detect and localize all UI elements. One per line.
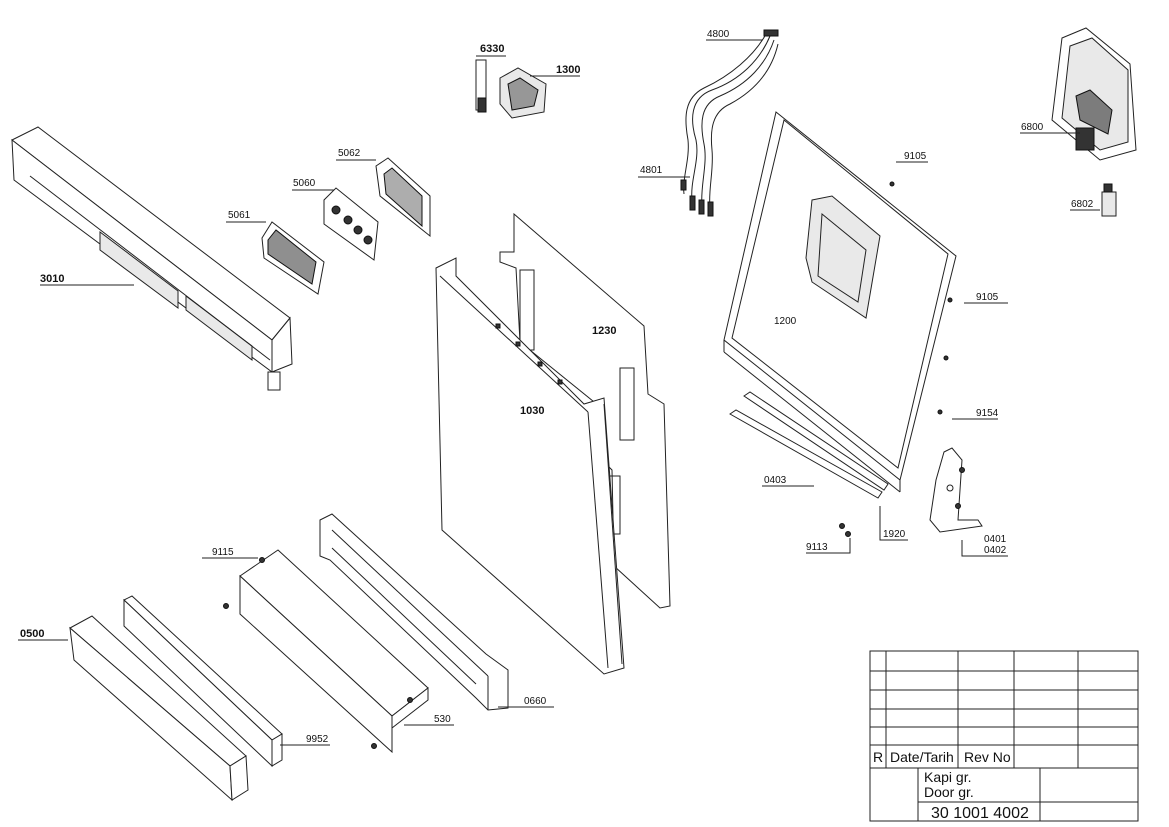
kick-board-0500 <box>69 615 249 802</box>
lock-6330 <box>475 59 487 113</box>
callout-5062: 5062 <box>338 148 361 159</box>
callout-530: 530 <box>434 714 451 725</box>
title-block-name-tr: Kapi gr. <box>924 769 971 785</box>
callout-3010: 3010 <box>40 273 64 285</box>
bracket-530 <box>223 549 429 754</box>
title-block-name-en: Door gr. <box>924 784 974 800</box>
callout-0660: 0660 <box>524 696 547 707</box>
outer-door-1030 <box>435 257 625 675</box>
callout-1200: 1200 <box>774 316 797 327</box>
control-panel-part <box>11 126 293 391</box>
callout-0401: 0401 <box>984 534 1007 545</box>
callout-0402: 0402 <box>984 545 1007 556</box>
callout-1300: 1300 <box>556 64 580 76</box>
callout-4801: 4801 <box>640 165 663 176</box>
title-block-date-label: Date/Tarih <box>890 749 954 765</box>
title-block <box>869 650 1139 822</box>
callout-5060: 5060 <box>293 178 316 189</box>
pcb-5062 <box>375 157 431 238</box>
title-block-rev-label: Rev No <box>964 749 1011 765</box>
pcb-5060 <box>323 187 379 261</box>
callout-9113: 9113 <box>806 542 828 553</box>
callout-9154: 9154 <box>976 408 999 419</box>
callout-9115: 9115 <box>212 547 234 558</box>
title-block-r-label: R <box>873 749 883 765</box>
strip-9952 <box>123 595 283 768</box>
callout-0403: 0403 <box>764 475 787 486</box>
sensor-6802 <box>1101 183 1117 217</box>
callout-1920: 1920 <box>883 529 906 540</box>
inner-door-1200 <box>723 111 957 493</box>
strip-0403 <box>729 391 889 499</box>
callout-0500: 0500 <box>20 628 44 640</box>
cable-harness-4800 <box>680 29 779 217</box>
callout-9105-right: 9105 <box>976 292 999 303</box>
door-lock-1300 <box>499 67 547 119</box>
callout-1230: 1230 <box>592 325 616 337</box>
callout-6330: 6330 <box>480 43 504 55</box>
pcb-5061 <box>261 221 325 295</box>
profile-0660 <box>319 513 509 711</box>
callout-4800: 4800 <box>707 29 730 40</box>
callout-6802: 6802 <box>1071 199 1094 210</box>
hinge-0401-0402 <box>929 447 983 533</box>
callout-9952: 9952 <box>306 734 329 745</box>
callout-6800: 6800 <box>1021 122 1044 133</box>
callout-1030: 1030 <box>520 405 544 417</box>
dispenser-6800 <box>1051 27 1137 161</box>
callout-9105-top: 9105 <box>904 151 927 162</box>
callout-5061: 5061 <box>228 210 251 221</box>
title-block-drawing-number: 30 1001 4002 <box>931 805 1029 822</box>
